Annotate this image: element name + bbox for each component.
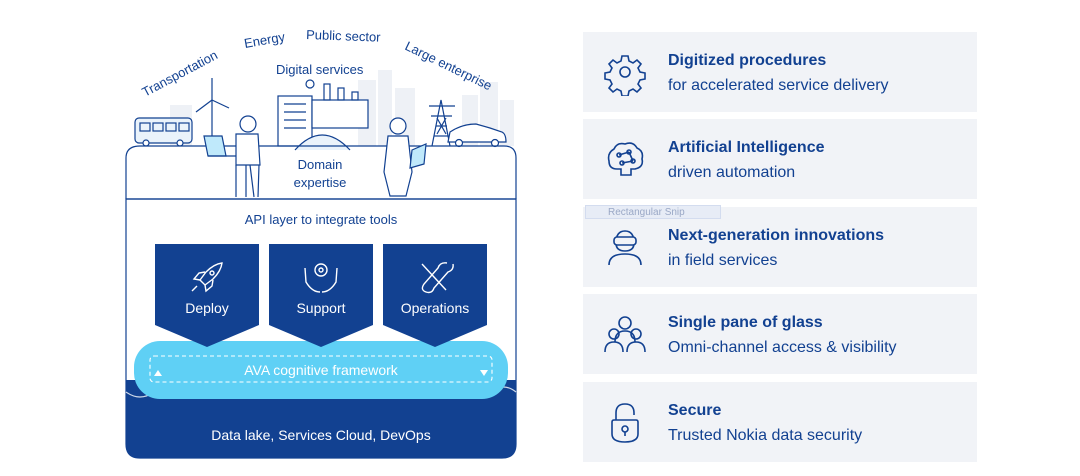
sector-scene xyxy=(125,78,517,199)
sector-transportation: Transportation xyxy=(139,47,220,99)
feature-card-single-pane: Single pane of glass Omni-channel access… xyxy=(583,294,977,374)
sector-digital: Digital services xyxy=(276,62,364,77)
loop-arrow-down-icon xyxy=(480,370,488,376)
feature-title: Digitized procedures xyxy=(668,52,827,69)
feature-title: Single pane of glass xyxy=(668,314,823,331)
vr-headset-person-icon xyxy=(608,230,642,266)
api-layer-label: API layer to integrate tools xyxy=(244,212,398,227)
brain-icon xyxy=(607,142,644,176)
feature-title: Next-generation innovations xyxy=(668,227,885,244)
support-box xyxy=(269,244,373,347)
base-label: Data lake, Services Cloud, DevOps xyxy=(211,427,431,443)
domain-expertise-label: Domain expertise xyxy=(293,157,347,190)
person-with-laptop-icon xyxy=(203,115,261,198)
feature-subtitle: in field services xyxy=(668,252,778,269)
factory-icon xyxy=(277,79,369,151)
framework-label: AVA cognitive framework xyxy=(244,362,398,378)
feature-subtitle: for accelerated service delivery xyxy=(668,77,889,94)
sector-enterprise: Large enterprise xyxy=(403,38,495,93)
operations-box xyxy=(383,244,487,347)
sector-energy: Energy xyxy=(243,29,287,51)
person-with-tablet-icon xyxy=(383,117,427,197)
hands-gear-icon xyxy=(304,263,338,293)
loop-arrow-up-icon xyxy=(154,370,162,376)
sector-labels: Transportation Energy Public sector Digi… xyxy=(139,27,495,100)
deploy-box xyxy=(155,244,259,347)
operations-label: Operations xyxy=(400,300,470,316)
gear-icon xyxy=(604,55,646,96)
feature-card-digitized: Digitized procedures for accelerated ser… xyxy=(583,32,977,112)
group-icon xyxy=(604,316,646,353)
tools-icon xyxy=(421,262,454,294)
feature-card-secure: Secure Trusted Nokia data security xyxy=(583,382,977,462)
diagram-graphics xyxy=(125,70,517,459)
feature-title: Artificial Intelligence xyxy=(668,139,825,156)
rocket-icon xyxy=(191,262,223,293)
feature-subtitle: Trusted Nokia data security xyxy=(668,427,863,444)
support-label: Support xyxy=(296,300,346,316)
feature-subtitle: driven automation xyxy=(668,164,796,181)
rectangular-snip-overlay: Rectangular Snip xyxy=(585,205,721,219)
deploy-label: Deploy xyxy=(185,300,229,316)
feature-card-innovations: Next-generation innovations in field ser… xyxy=(583,207,977,287)
feature-card-ai: Artificial Intelligence driven automatio… xyxy=(583,119,977,199)
service-diagram: Transportation Energy Public sector Digi… xyxy=(125,27,517,459)
padlock-icon xyxy=(611,403,639,443)
sector-public: Public sector xyxy=(306,27,382,45)
car-icon xyxy=(447,123,507,148)
feature-title: Secure xyxy=(668,402,722,419)
power-pylon-icon xyxy=(429,99,455,147)
data-lake-base xyxy=(126,380,516,458)
feature-subtitle: Omni-channel access & visibility xyxy=(668,339,897,356)
